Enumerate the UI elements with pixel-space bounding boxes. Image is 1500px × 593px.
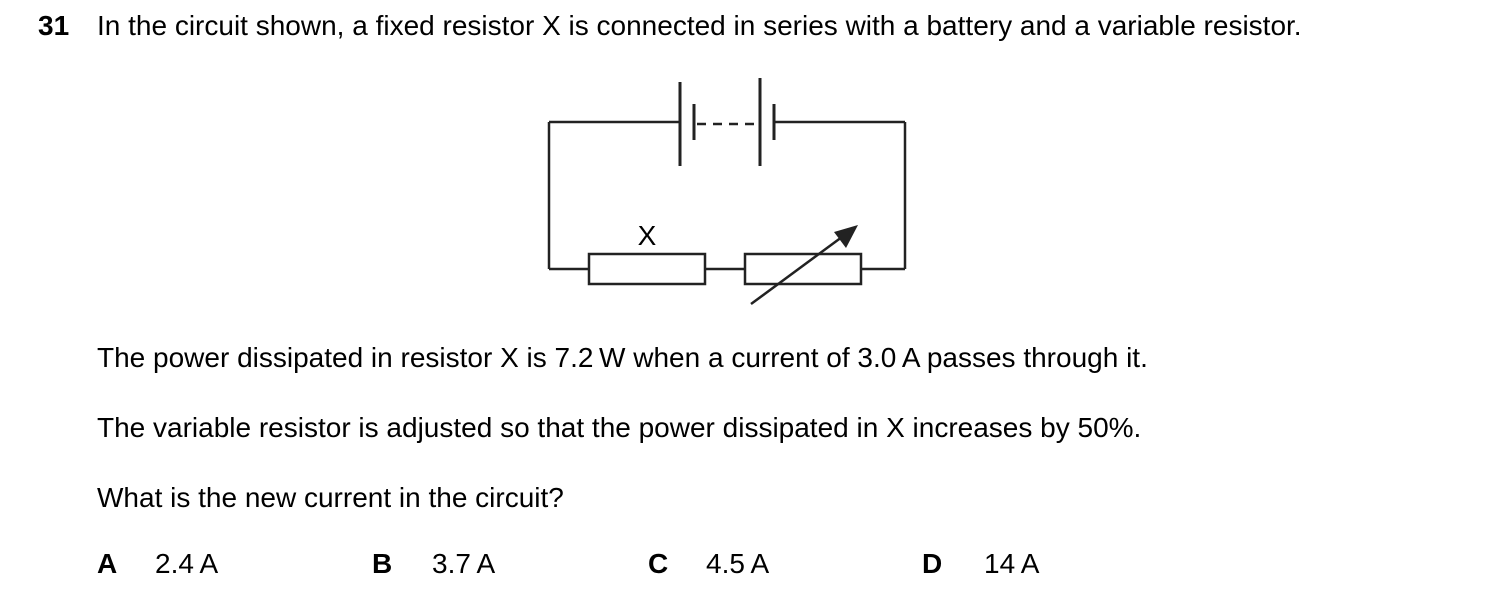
option-a-letter: A: [97, 548, 118, 579]
adjustment-statement: The variable resistor is adjusted so tha…: [97, 412, 1142, 443]
variable-resistor-arrow-shaft: [750, 232, 847, 306]
resistor-x-label: X: [638, 220, 657, 251]
fixed-resistor-x: [587, 252, 707, 286]
question-stem: In the circuit shown, a fixed resistor X…: [97, 10, 1302, 41]
question-number: 31: [38, 10, 70, 41]
given-power-statement: The power dissipated in resistor X is 7.…: [97, 342, 1148, 373]
option-d-letter: D: [922, 548, 943, 579]
option-c-value: 4.5 A: [706, 548, 770, 579]
option-d-value: 14 A: [984, 548, 1040, 579]
variable-resistor: [743, 252, 863, 286]
option-a-value: 2.4 A: [155, 548, 219, 579]
question-prompt: What is the new current in the circuit?: [97, 482, 564, 513]
option-c-letter: C: [648, 548, 669, 579]
variable-resistor-arrowhead: [834, 225, 858, 248]
option-b-value: 3.7 A: [432, 548, 496, 579]
option-b-letter: B: [372, 548, 393, 579]
